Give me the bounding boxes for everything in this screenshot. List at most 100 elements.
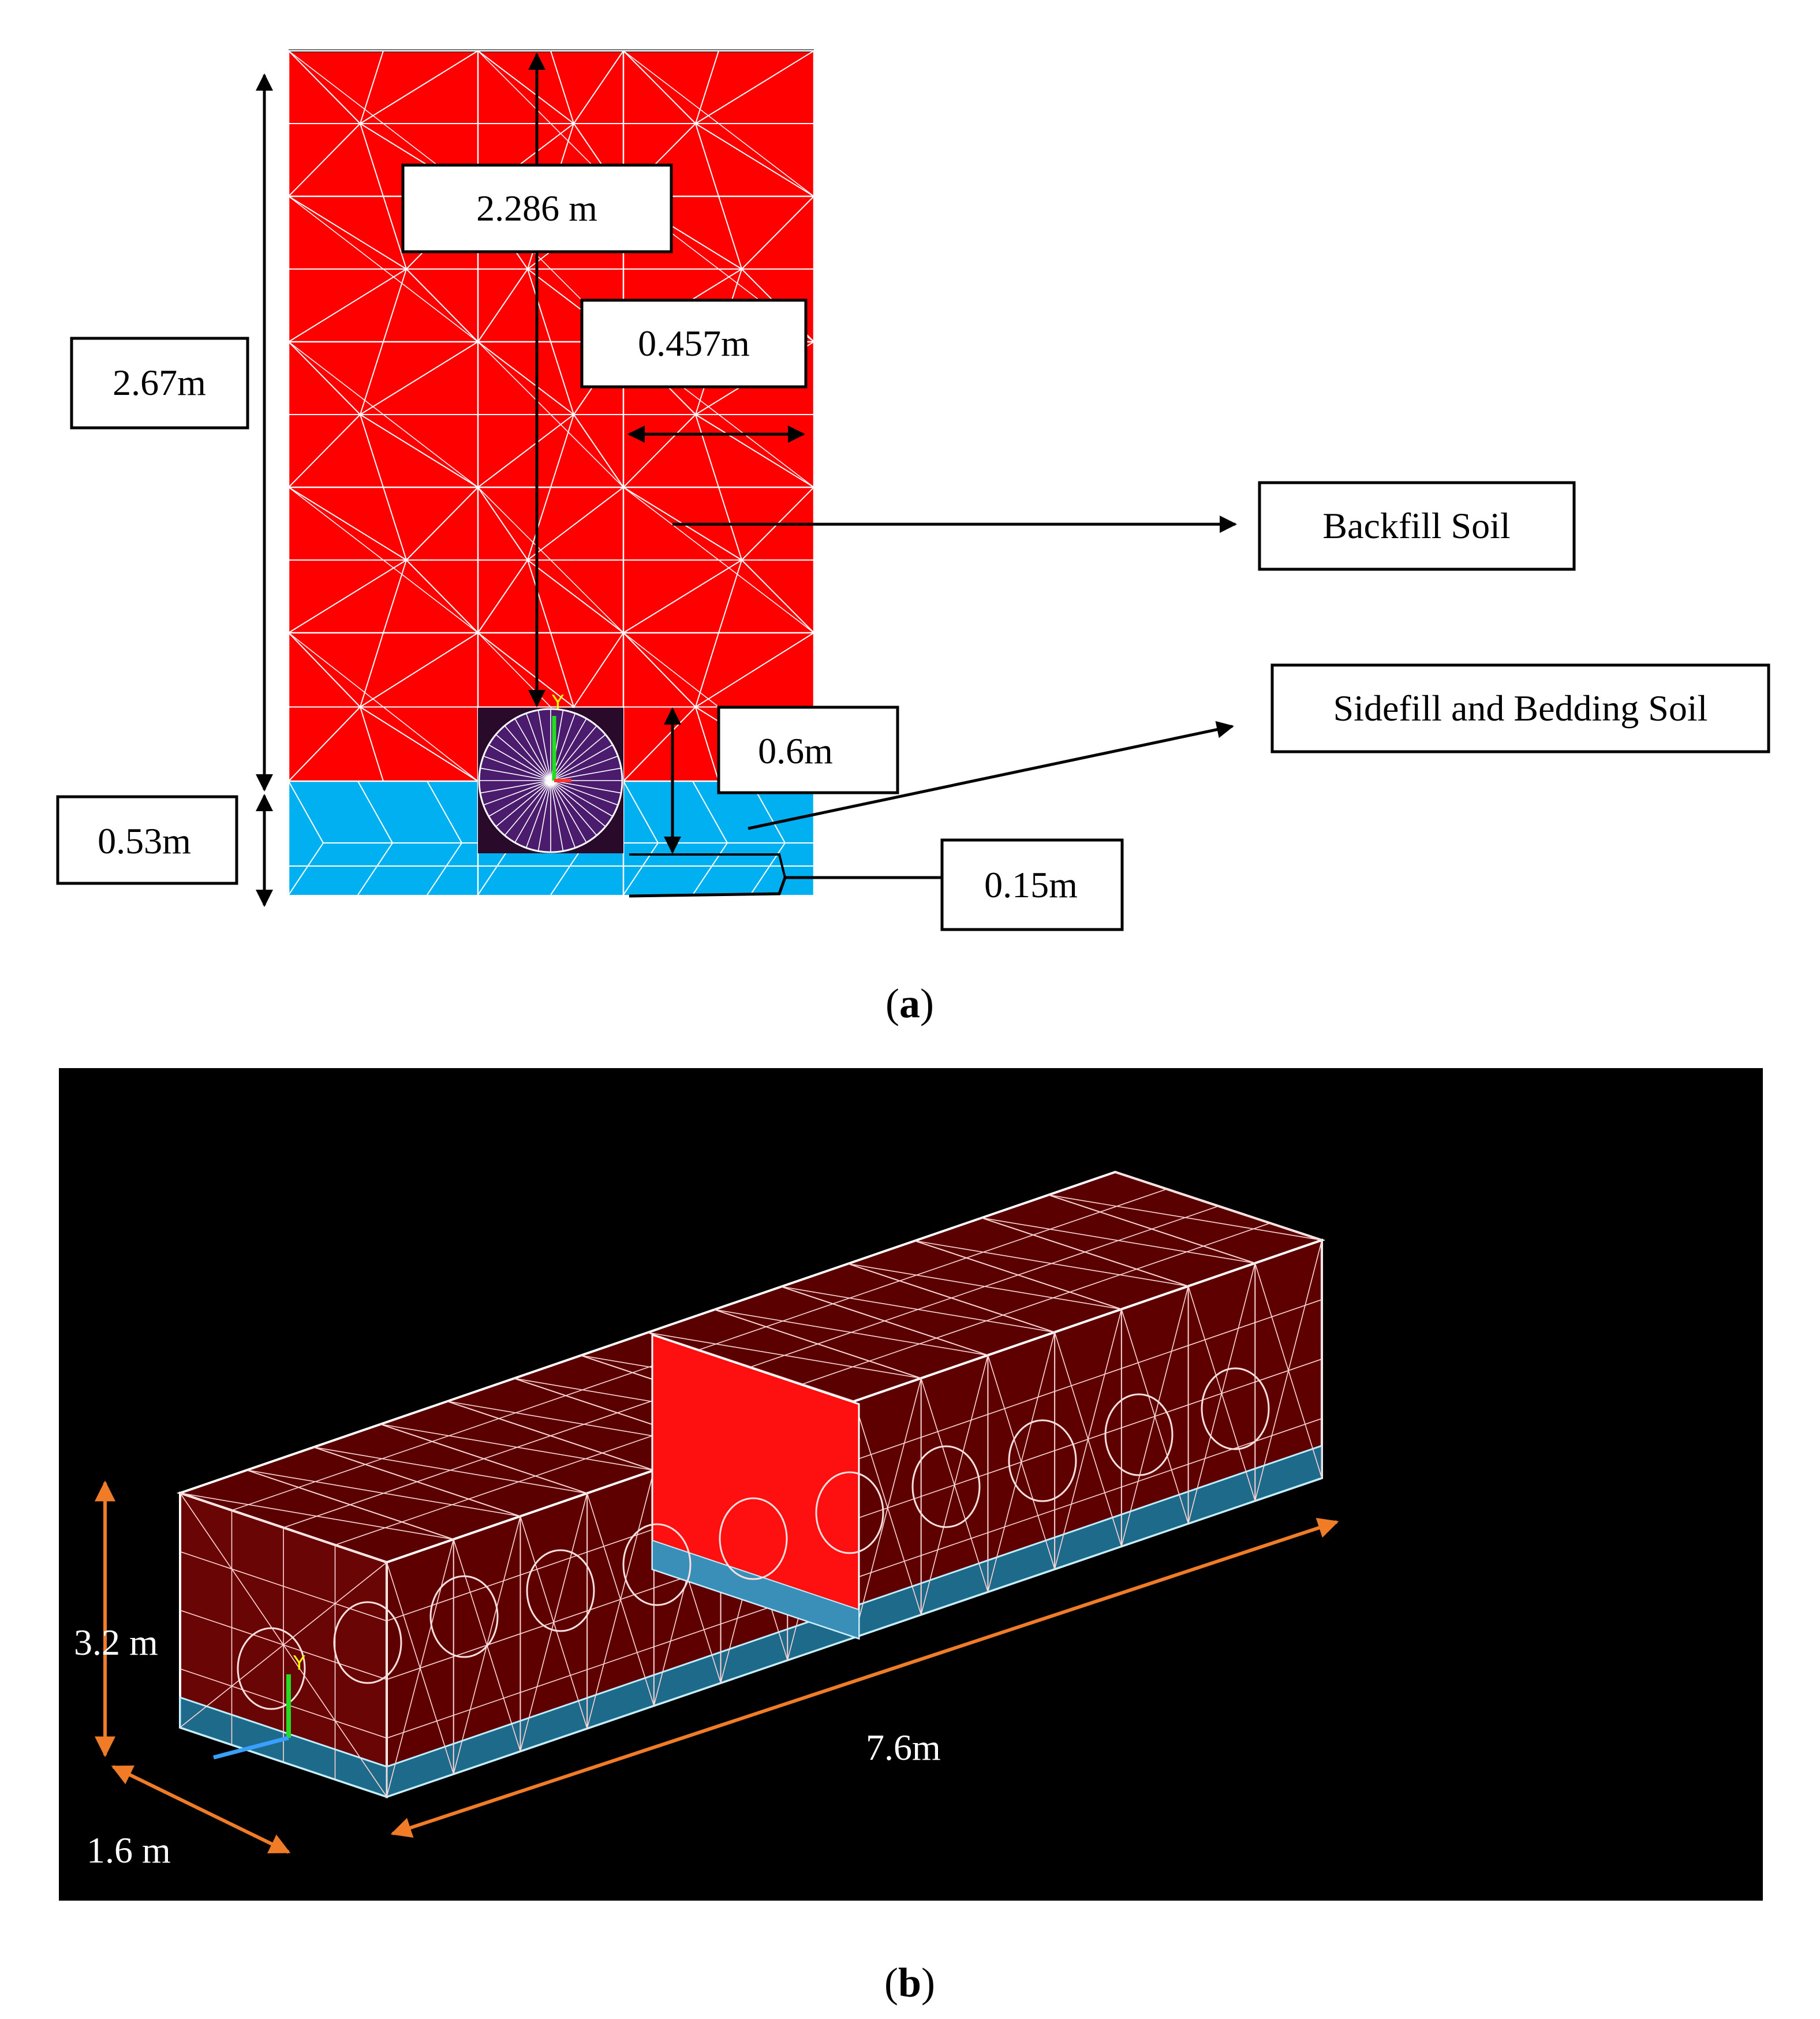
mesh-line xyxy=(695,632,719,707)
label-height-b: 3.2 m xyxy=(74,1622,158,1663)
mesh-line xyxy=(335,1222,1270,1546)
pipe-spoke xyxy=(550,780,606,827)
mesh-line xyxy=(288,50,361,124)
mesh-line xyxy=(477,559,528,633)
mesh-line xyxy=(695,50,719,124)
mesh-line xyxy=(695,632,814,708)
panel-a: Y 2.286 m 0.457m 2.67m Backfill Soil Sid… xyxy=(56,49,1770,1027)
mesh-line xyxy=(357,781,393,844)
pipe-spoke xyxy=(537,780,551,852)
pipe-spoke xyxy=(550,780,564,852)
mesh-line xyxy=(360,50,384,124)
mesh-line xyxy=(550,341,574,415)
mesh-line xyxy=(383,559,407,633)
box-side-width xyxy=(580,298,808,389)
pipe-spoke xyxy=(550,755,618,781)
mesh-line xyxy=(288,487,479,633)
pipe-spoke xyxy=(514,718,551,781)
pipe-spoke xyxy=(504,725,551,781)
mesh-line xyxy=(741,559,814,633)
label-sidefill: Sidefill and Bedding Soil xyxy=(1333,688,1708,729)
label-width-b: 1.6 m xyxy=(87,1830,171,1871)
pipe-spoke xyxy=(550,780,597,836)
mesh-line xyxy=(360,414,384,488)
mesh-line xyxy=(695,50,814,124)
mesh-line xyxy=(360,706,479,782)
backfill-region xyxy=(289,51,814,781)
pipe-spoke xyxy=(488,780,551,817)
box-total-height xyxy=(70,337,249,430)
mesh-line xyxy=(406,268,479,342)
panel-b: Y 3.2 m 1.6 m 7.6m (b) xyxy=(59,1068,1763,2006)
mesh-line xyxy=(573,414,624,488)
mesh-line xyxy=(477,341,574,415)
axis-y-label-a: Y xyxy=(551,691,564,714)
label-backfill: Backfill Soil xyxy=(1322,505,1510,546)
mesh-line xyxy=(360,707,384,782)
pipe-spoke xyxy=(550,718,587,781)
pipe-spoke xyxy=(550,780,622,794)
mesh-line xyxy=(180,1562,387,1728)
mesh-line xyxy=(383,196,407,270)
mesh-line xyxy=(360,341,384,415)
mesh-line xyxy=(741,196,814,270)
leader-bedding-lower xyxy=(629,853,786,878)
pipe-ring xyxy=(237,1627,306,1710)
mesh-line xyxy=(288,842,324,895)
axis-y-label-b: Y xyxy=(293,1652,305,1675)
mesh-line xyxy=(357,842,393,895)
box-pipe-diameter xyxy=(717,706,899,794)
pipe-ring xyxy=(1201,1367,1270,1450)
label-side-width: 0.457m xyxy=(638,323,750,364)
mesh-line xyxy=(623,50,696,124)
box-bedding-thickness xyxy=(940,838,1124,931)
label-total-height: 2.67m xyxy=(113,362,206,403)
label-bedding-thickness: 0.15m xyxy=(984,864,1078,905)
mesh-line xyxy=(477,341,624,488)
mesh-line xyxy=(406,559,479,633)
mesh-line xyxy=(360,50,479,124)
pipe-ring xyxy=(1008,1419,1077,1502)
pipe-spoke xyxy=(495,780,551,827)
mesh-line xyxy=(695,123,719,197)
pipe-spoke xyxy=(525,780,551,848)
caption-b: (b) xyxy=(884,1960,935,2006)
pipe-spoke xyxy=(550,780,576,848)
mesh-line xyxy=(623,632,696,708)
mesh-line xyxy=(573,50,624,124)
mesh-line xyxy=(288,414,361,488)
mesh-line xyxy=(718,559,742,633)
mesh-line xyxy=(477,632,574,708)
caption-a: (a) xyxy=(885,980,934,1027)
mesh-line xyxy=(288,123,361,197)
mesh-line xyxy=(360,632,479,708)
pipe-spoke xyxy=(550,725,597,781)
mesh-line xyxy=(623,559,742,633)
mesh-line xyxy=(288,341,479,488)
box-bedding-depth xyxy=(56,795,238,885)
pipe-spoke xyxy=(550,780,618,806)
pipe-spoke xyxy=(550,734,606,781)
box-sidefill xyxy=(1270,663,1770,753)
pipe-spoke xyxy=(525,713,551,781)
leader-bedding xyxy=(629,876,947,898)
pipe-spoke xyxy=(483,755,551,781)
pipe-spoke xyxy=(514,780,551,843)
mesh-line xyxy=(550,632,574,707)
mesh-line xyxy=(623,781,659,844)
mesh-line xyxy=(550,50,574,124)
mesh-line xyxy=(288,487,407,561)
mesh-line xyxy=(180,1668,387,1739)
label-bedding-depth: 0.53m xyxy=(98,820,191,861)
pipe-spoke xyxy=(537,710,551,781)
mesh-line xyxy=(477,268,528,342)
mesh-line xyxy=(406,487,479,561)
label-pipe-diameter: 0.6m xyxy=(758,730,833,771)
pipe-spoke xyxy=(480,780,551,794)
mesh-line xyxy=(288,559,407,633)
mesh-line xyxy=(813,842,849,895)
pipe-spoke xyxy=(550,780,613,817)
mesh-line xyxy=(288,632,479,782)
label-length-b: 7.6m xyxy=(866,1727,941,1768)
